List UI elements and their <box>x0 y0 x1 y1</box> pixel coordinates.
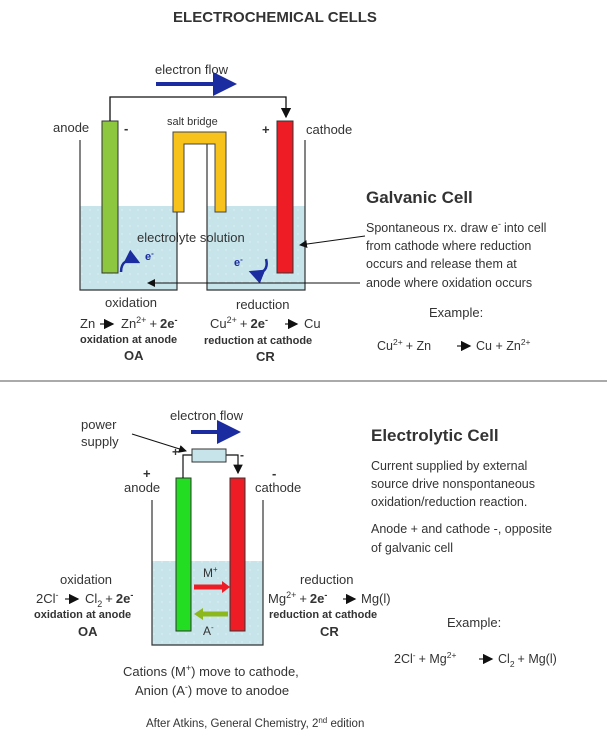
galvanic-desc-line4: anode where oxidation occurs <box>366 276 532 290</box>
electrolytic-electron-flow-label: electron flow <box>170 408 244 423</box>
electrolytic-oxidation-at-anode: oxidation at anode <box>34 609 131 621</box>
electrolytic-anode-plus: + <box>143 466 151 481</box>
galvanic-desc-line3: occurs and release them at <box>366 257 517 271</box>
electrolytic-ox-equation-products: Cl2+2e- <box>85 590 133 609</box>
power-supply-label-2: supply <box>81 434 119 449</box>
anion-arrow-head <box>194 608 203 620</box>
galvanic-cell-heading: Galvanic Cell <box>366 188 473 207</box>
electrolytic-example-reactants: 2Cl-+ Mg2+ <box>394 650 456 666</box>
electrolytic-plus-small: + <box>172 445 179 459</box>
oa-mnemonic: OA <box>124 348 144 363</box>
oxidation-equation-zn: Zn <box>80 316 95 331</box>
right-electron-curve-arrow <box>248 258 268 284</box>
pointer-to-cathode <box>299 235 366 249</box>
electrolytic-example-products: Cl2+ Mg(l) <box>498 652 557 669</box>
electrolytic-cell-apparatus <box>131 420 264 646</box>
reduction-label: reduction <box>236 297 289 312</box>
anode-minus-sign: - <box>124 121 128 136</box>
cathode-plus-sign: + <box>262 122 270 137</box>
electrolytic-cr-mnemonic: CR <box>320 624 339 639</box>
electrolytic-minus-small: - <box>240 448 244 462</box>
oxidation-label: oxidation <box>105 295 157 310</box>
cr-mnemonic: CR <box>256 349 275 364</box>
electron-flow-label: electron flow <box>155 62 229 77</box>
galvanic-example-products: Cu + Zn2+ <box>476 337 531 353</box>
galvanic-example-label: Example: <box>429 305 483 320</box>
galvanic-example-reactants: Cu2++ Zn <box>377 337 431 353</box>
power-supply-pointer <box>131 433 187 453</box>
cathode-wire <box>226 454 243 475</box>
anode-wire <box>182 454 192 478</box>
cation-arrow-head <box>222 581 230 593</box>
reduction-at-cathode: reduction at cathode <box>204 335 312 347</box>
cation-label: M+ <box>203 565 218 580</box>
oxidation-equation-products: Zn2++2e- <box>121 315 178 331</box>
electrolytic-desc-line5: of galvanic cell <box>371 541 453 555</box>
electrolytic-cathode-minus: - <box>272 466 276 481</box>
cathode-label: cathode <box>306 122 352 137</box>
right-beaker <box>206 140 306 291</box>
anion-move-line: Anion (A-) move to anodoe <box>135 682 289 698</box>
cathode-electrode <box>276 120 294 274</box>
electrolytic-reduction-label: reduction <box>300 572 353 587</box>
electrolytic-oxidation-label: oxidation <box>60 572 112 587</box>
galvanic-cell-apparatus <box>79 72 366 291</box>
electrolytic-cathode-label: cathode <box>255 480 301 495</box>
electrolytic-anode-electrode <box>175 477 192 632</box>
anode-label: anode <box>53 120 89 135</box>
galvanic-desc-line2: from cathode where reduction <box>366 239 531 253</box>
electrolytic-beaker <box>151 500 264 646</box>
page-title: ELECTROCHEMICAL CELLS <box>173 9 377 26</box>
anion-label: A- <box>203 623 214 638</box>
electrolytic-desc-line1: Current supplied by external <box>371 459 527 473</box>
electrolytic-oa-mnemonic: OA <box>78 624 98 639</box>
electrolytic-red-equation-product: Mg(l) <box>361 591 391 606</box>
electrolytic-ox-equation-reactant: 2Cl- <box>36 590 59 606</box>
external-wire <box>109 96 292 121</box>
electrolytic-red-equation-reactants: Mg2++2e- <box>268 590 327 606</box>
electrolytic-example-label: Example: <box>447 615 501 630</box>
electrolytic-anode-label: anode <box>124 480 160 495</box>
electrolytic-desc-line4: Anode + and cathode -, opposite <box>371 522 552 536</box>
oxidation-at-anode: oxidation at anode <box>80 334 177 346</box>
electrolytic-desc-line2: source drive nonspontaneous <box>371 477 535 491</box>
left-beaker <box>79 140 178 291</box>
cations-move-line: Cations (M+) move to cathode, <box>123 663 299 679</box>
electron-right-label: e- <box>234 255 243 269</box>
power-supply-label-1: power <box>81 417 117 432</box>
anode-electrode <box>101 120 119 274</box>
electrolytic-cathode-electrode <box>229 477 246 632</box>
electrolytic-reduction-at-cathode: reduction at cathode <box>269 609 377 621</box>
reduction-equation-product: Cu <box>304 316 321 331</box>
salt-bridge-label: salt bridge <box>167 116 218 128</box>
salt-bridge <box>172 131 227 213</box>
electrolytic-cell-heading: Electrolytic Cell <box>371 426 499 445</box>
electrolyte-label: electrolyte solution <box>137 230 245 245</box>
left-solution <box>80 206 177 290</box>
power-supply-box <box>191 448 227 463</box>
electron-left-label: e- <box>145 249 154 263</box>
electrolytic-desc-line3: oxidation/reduction reaction. <box>371 495 527 509</box>
left-electron-curve-arrow <box>119 249 141 273</box>
galvanic-desc-line1: Spontaneous rx. draw e-into cell <box>366 219 546 235</box>
citation: After Atkins, General Chemistry, 2nd edi… <box>146 716 364 730</box>
reduction-equation-cu: Cu2++2e- <box>210 315 268 331</box>
